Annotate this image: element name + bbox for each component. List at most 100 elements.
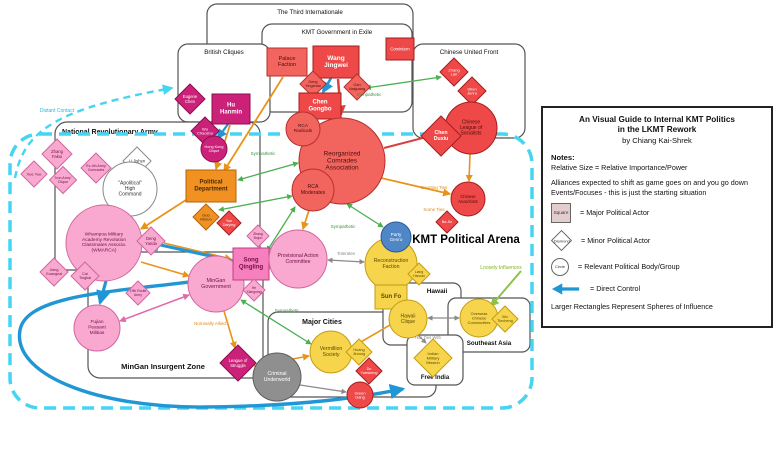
mingan-to-league-struggle: [223, 310, 237, 350]
guo-moruo: [192, 203, 220, 231]
floating-label-4: Sympathetic: [357, 92, 383, 97]
ex-4th-army-comrades-label: Comrades: [88, 168, 105, 172]
loosely-influences-arrow: [490, 270, 522, 308]
legend-byline: by Chiang Kai-Shrek: [622, 135, 692, 145]
vermillion-society-label: Vermillion: [320, 346, 343, 352]
zhang-bojun-label: Bojun: [254, 236, 263, 240]
legend-item-diamond: Diamond = Minor Political Actor: [550, 229, 763, 252]
indian-military-mission-label: Military: [427, 356, 440, 361]
wang-jingwei-label: Jingwei: [324, 62, 348, 69]
palace-faction-label: Faction: [278, 62, 296, 68]
rca-radicals-label: Radicals: [294, 128, 313, 134]
legend-item-arrow-label: = Direct Control: [590, 284, 641, 294]
wu-chaoshu-label: Chaoshu: [197, 131, 213, 136]
green-gang-label: Gang: [355, 395, 365, 400]
huang-jinrong: [345, 338, 373, 366]
song-rca-moderates-sympathy: [266, 206, 296, 252]
rca-moderates-label: RCA: [308, 184, 319, 190]
apolitical-high-command-label: Command: [118, 192, 141, 198]
hawaii-clique: [388, 299, 428, 339]
overseas-chinese-communities-label: Chinese: [472, 316, 486, 321]
political-dept-rca-sympathy: [237, 161, 299, 182]
vermillion-society-label: Society: [322, 352, 339, 358]
iron-army-clique-label: Clique: [58, 180, 68, 184]
legend-notes-heading: Notes:: [551, 152, 575, 162]
route-army-19th-label: 19th Route: [130, 289, 147, 293]
wang-controls-chen-gongbo: [321, 77, 334, 94]
pac-reconstruction-tolerates: [327, 257, 365, 265]
reorganized-comrades-association-label: Comrades: [327, 158, 358, 165]
du-yuesheng: [355, 357, 383, 385]
floating-label-6: Sympathetic: [275, 308, 301, 313]
gan-naiguang-label: Gan: [353, 83, 360, 87]
hawaii-label: Hawaii: [427, 288, 448, 295]
route-army-19th: [125, 280, 151, 306]
song-qingling-label: Song: [244, 258, 259, 264]
indian-military-mission: [413, 338, 453, 378]
yun-daiying: [216, 210, 242, 236]
xue-yue-label: Xue Yue: [26, 172, 42, 177]
provisional-action-committee-label: Committee: [285, 259, 310, 265]
chinese-anarchists-label: Chinese: [460, 194, 476, 199]
distant-contact-arrow: [13, 84, 174, 179]
wu-tiecheng-label: Wu: [502, 315, 508, 319]
legend-note-relative-size: Relative Size = Relative Importance/Powe…: [551, 162, 688, 172]
floating-label-5: Sympathetic: [331, 224, 357, 229]
national-revolutionary-army-label: National Revolutionary Army: [62, 129, 158, 136]
palace-faction-label: Palace: [279, 56, 296, 62]
hong-kong-clique-label: Hong Kong: [205, 145, 224, 149]
wmarca-label: Whampoa Military: [85, 232, 124, 238]
deng-yingchao-label: Yingchao: [305, 84, 321, 88]
hu-hanmin-label: Hu: [227, 103, 235, 109]
diamond-shape-icon-label: Diamond: [553, 237, 570, 243]
deng-yanda-label: Deng: [146, 236, 157, 241]
ba-jin-label: Ba Jin: [442, 220, 453, 224]
hawaii-clique-label: Hawaii: [400, 313, 415, 319]
he-xiangning-label: Xiangning: [246, 290, 261, 294]
xue-yue: [20, 160, 48, 188]
reorganized-comrades-association-label: Reorganized: [324, 150, 361, 157]
song-qingling-label: Qingling: [239, 264, 264, 270]
green-gang-label: Green: [354, 390, 365, 395]
comintern-delegate-label: Comintern: [390, 47, 410, 52]
legend-item-arrow: = Direct Control: [551, 283, 763, 295]
rca-moderates-to-pac: [301, 209, 310, 231]
rca-moderates-label: Moderates: [301, 190, 326, 196]
political-department-label: Political: [199, 180, 222, 186]
hu-hanmin-controls-hk-clique: [217, 123, 229, 140]
cai-tingkai-label: Cai: [82, 272, 88, 276]
chen-duxiu: [420, 115, 462, 157]
floating-label-8: Some Ties: [423, 207, 445, 212]
chinese-anarchists: [450, 181, 486, 217]
chen-duxiu-label: Chen: [435, 130, 448, 136]
palace-to-political-dept: [223, 76, 284, 173]
mingan-vermillion-sympathy: [240, 299, 312, 345]
provisional-action-committee-label: Provisional Action: [278, 253, 319, 259]
ex-4th-army-comrades-label: Ex-4th Army: [86, 164, 106, 168]
apolitical-high-command-label: High: [125, 186, 136, 192]
legend-note-alliances: Alliances expected to shift as game goes…: [551, 178, 748, 197]
ba-jin: [435, 210, 459, 234]
jiang-guangnai-label: Jiang: [49, 268, 58, 272]
deng-yanda: [136, 226, 166, 256]
legend-title-line2: in the LKMT Rework: [617, 125, 697, 135]
underworld-green-gang: [299, 384, 347, 394]
legend-item-square: Square = Major Political Actor: [551, 203, 763, 224]
legend-title: An Visual Guide to Internal KMT Politics…: [551, 115, 763, 136]
legend-title-line1: An Visual Guide to Internal KMT Politics: [579, 115, 735, 124]
guo-moruo-rca-sympathy: [218, 194, 293, 212]
liang-hancao: [407, 262, 431, 286]
militias-mingan-tie: [119, 293, 190, 323]
criminal-underworld: [252, 352, 302, 402]
liang-hancao-label: Liang: [415, 270, 423, 274]
palace-faction: [266, 47, 308, 77]
zhang-bojun-label: Zhang: [253, 232, 263, 236]
wang-jingwei-label: Wang: [327, 55, 344, 62]
yun-daiying-label: Yun: [226, 219, 233, 223]
political-department: [185, 169, 237, 203]
fujian-peasant-militias-label: Militias: [90, 330, 105, 336]
diamond-shape-icon: Diamond: [550, 229, 573, 252]
hong-kong-clique: [200, 135, 228, 163]
